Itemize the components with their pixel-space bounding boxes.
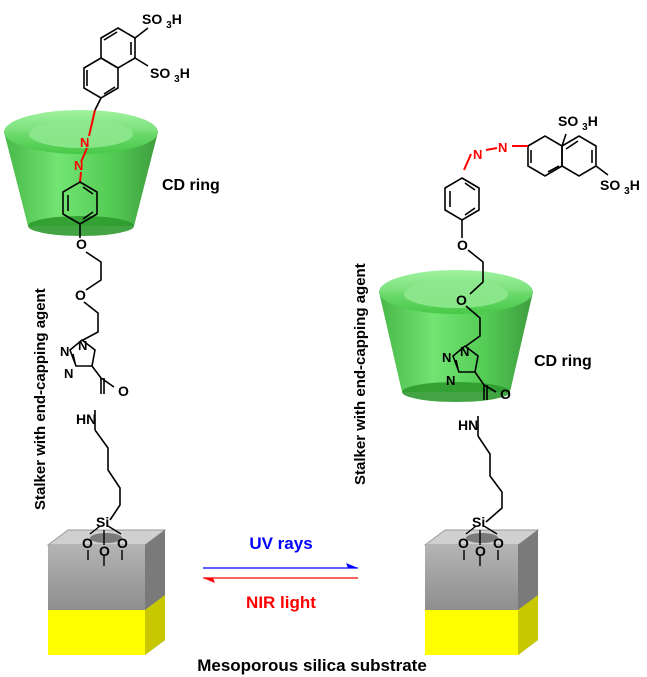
left-triazole-n2: N xyxy=(60,344,69,359)
right-siloxane-o3: O xyxy=(493,535,504,551)
left-siloxane-o1: O xyxy=(82,535,93,551)
left-azo-bond xyxy=(79,109,96,183)
left-ether-o1: O xyxy=(76,236,87,252)
left-phenyl-ring xyxy=(62,181,98,238)
left-azo-n2: N xyxy=(74,158,83,173)
left-naphthalene xyxy=(83,27,149,111)
right-azo-bond xyxy=(463,145,528,171)
right-triazole-n3: N xyxy=(446,373,455,388)
equilibrium-arrows: UV rays NIR light xyxy=(203,534,358,612)
right-ring-label: CD ring xyxy=(534,353,592,370)
left-substrate-block xyxy=(46,529,167,655)
nir-arrow-head xyxy=(203,578,215,583)
left-sulfonate-mid: SO 3H xyxy=(150,65,190,85)
left-ring-label: CD ring xyxy=(162,177,220,194)
left-silicon: Si xyxy=(96,514,109,530)
right-linker-chain xyxy=(452,249,503,523)
right-siloxane xyxy=(463,525,499,566)
right-azo-n1: N xyxy=(498,140,507,155)
left-assembly: SO 3H SO 3H N N CD ring O O N N N O HN S… xyxy=(4,11,220,655)
right-siloxane-o1: O xyxy=(458,535,469,551)
substrate-label: Mesoporous silica substrate xyxy=(197,656,427,675)
left-amide-o: O xyxy=(118,383,129,399)
right-amide-nh: HN xyxy=(458,417,478,433)
right-substrate-block xyxy=(423,529,540,655)
uv-rays-label: UV rays xyxy=(249,534,312,553)
left-siloxane-o3: O xyxy=(117,535,128,551)
nir-light-label: NIR light xyxy=(246,593,316,612)
left-amide-nh: HN xyxy=(76,411,96,427)
left-sulfonate-top: SO 3H xyxy=(142,11,182,31)
left-triazole-n3: N xyxy=(64,366,73,381)
right-cd-ring xyxy=(379,270,533,402)
left-azo-n1: N xyxy=(80,135,89,150)
uv-arrow-head xyxy=(346,563,358,568)
right-stalker-label: Stalker with end-capping agent xyxy=(352,263,369,485)
right-silicon: Si xyxy=(472,514,485,530)
left-siloxane-o2: O xyxy=(99,543,110,559)
right-siloxane-o2: O xyxy=(475,543,486,559)
left-triazole-n1: N xyxy=(78,338,87,353)
right-sulfonate-bottom: SO 3H xyxy=(600,177,640,197)
left-linker-chain xyxy=(69,251,121,521)
right-ether-o2: O xyxy=(456,292,467,308)
left-ether-o2: O xyxy=(75,287,86,303)
left-stalker-label: Stalker with end-capping agent xyxy=(32,288,49,510)
right-naphthalene xyxy=(527,133,609,177)
right-ether-o1: O xyxy=(457,237,468,253)
right-sulfonate-top: SO 3H xyxy=(558,113,598,133)
right-assembly: SO 3H SO 3H N N O O CD ring N N N O HN S… xyxy=(352,113,640,655)
right-amide-o: O xyxy=(500,386,511,402)
right-phenyl-ring xyxy=(444,177,480,238)
right-azo-n2: N xyxy=(473,147,482,162)
right-triazole-n2: N xyxy=(442,350,451,365)
right-triazole-n1: N xyxy=(460,344,469,359)
left-siloxane xyxy=(87,525,123,566)
